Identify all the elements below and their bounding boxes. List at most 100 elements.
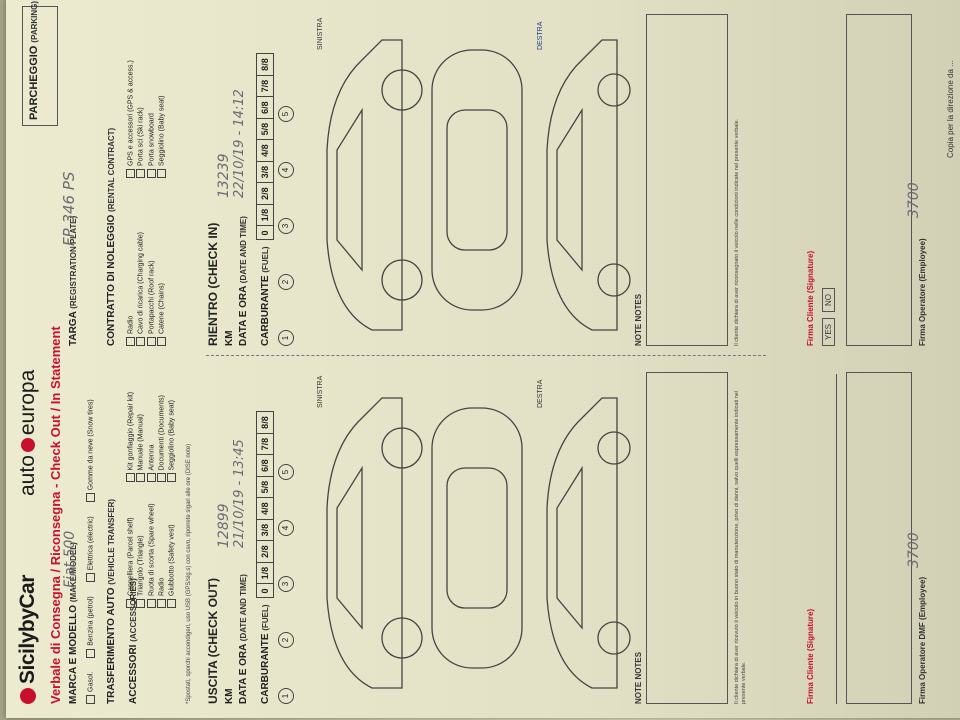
car-side-view-right	[546, 39, 618, 331]
fuel-level[interactable]: 2/8	[257, 540, 273, 562]
fuel-level[interactable]: 7/8	[257, 432, 273, 455]
car-wheel	[381, 259, 423, 301]
transfer-label: TRASFERIMENTO AUTO (VEHICLE TRANSFER)	[106, 499, 117, 704]
accessory-out-item[interactable]: Seggiolino (Baby seat)	[167, 363, 177, 483]
checkout-fuel-gauge[interactable]: 0 1/8 2/8 3/8 4/8 5/8 6/8 7/8 8/8	[256, 411, 274, 599]
accessory-out-label: Kit gonfiaggio (Repair kit)	[127, 391, 135, 471]
accessory-in-item[interactable]: Catene (Chains)	[157, 184, 167, 346]
contract-label-text: CONTRATTO DI NOLEGGIO	[106, 214, 117, 346]
checkin-car-diagram[interactable]: DESTRA SINISTRA	[302, 5, 632, 350]
fuel-level[interactable]: 6/8	[257, 96, 273, 118]
accessory-in-item[interactable]: Seggiolino (Baby seat)	[157, 16, 167, 178]
fuel-level[interactable]: 6/8	[257, 454, 273, 476]
fuel-level[interactable]: 3/8	[257, 160, 273, 183]
checkin-date-label-sub: (DATE AND TIME)	[239, 216, 248, 284]
checkout-operator-signature-label: Firma Operatore DMF (Employee)	[918, 577, 927, 704]
footer-note: Copia per la direzione da ...	[946, 60, 955, 158]
legend-circle: 2	[278, 274, 294, 290]
accessory-in-item[interactable]: Radio	[126, 184, 136, 346]
checkout-notes-field[interactable]	[646, 372, 728, 704]
fuel-level[interactable]: 0	[257, 225, 273, 240]
accessory-out-item[interactable]: Giubbotto (Safety vest)	[167, 489, 177, 608]
sig-label-text: Firma Operatore DMF	[918, 622, 927, 704]
checkout-date-label-sub: (DATE AND TIME)	[239, 574, 248, 642]
model-label-text: MARCA E MODELLO	[68, 604, 79, 704]
fuel-level[interactable]: 5/8	[257, 117, 273, 140]
checkbox-icon	[126, 599, 135, 608]
accessory-in-item[interactable]: Porta sci (Ski rack)	[136, 16, 146, 178]
checkout-client-signature-label: Firma Cliente (Signature)	[806, 609, 815, 704]
sig-label-sub: (Signature)	[806, 608, 815, 652]
accessory-in-label: Portapacchi (Roof rack)	[148, 260, 156, 334]
fuel-type-electric[interactable]: Elettrica (electric)	[86, 516, 96, 583]
checkin-operator-signature-value: 3700	[906, 182, 922, 218]
fuel-level[interactable]: 0	[257, 583, 273, 598]
notes-label-text: NOTE	[634, 681, 643, 704]
checkout-car-diagram[interactable]: DESTRA SINISTRA	[302, 363, 632, 708]
left-side-label: SINISTRA	[317, 17, 324, 50]
sig-label-text: Firma Operatore	[918, 283, 927, 346]
fuel-level[interactable]: 4/8	[257, 497, 273, 519]
checkbox-icon	[146, 337, 156, 346]
accessory-out-item[interactable]: Ruota di scorta (Spare wheel)	[146, 489, 157, 608]
checkbox-icon	[126, 169, 135, 178]
checkin-fuel-gauge[interactable]: 0 1/8 2/8 3/8 4/8 5/8 6/8 7/8 8/8	[256, 53, 274, 241]
checkout-fuel-label-text: CARBURANTE	[259, 633, 271, 704]
fuel-type-gasol[interactable]: Gasol.	[86, 672, 96, 704]
legend-circle: 3	[278, 218, 294, 234]
accessory-out-item[interactable]: Radio	[157, 489, 167, 608]
notes-label-sub: NOTES	[634, 293, 643, 322]
accessory-out-item[interactable]: Antenna	[146, 363, 157, 483]
accessory-in-item[interactable]: Cavo di ricarica (Charging cable)	[136, 184, 146, 346]
checkbox-icon	[136, 337, 146, 346]
car-wheel	[381, 427, 423, 469]
car-top-view	[431, 49, 523, 311]
accessory-out-item[interactable]: Triangolo (Triangle)	[136, 489, 146, 608]
car-side-view-right	[546, 397, 618, 689]
brand-name: SicilybyCar	[16, 575, 39, 684]
checkbox-icon	[146, 473, 156, 483]
checkin-notes-field[interactable]	[646, 14, 728, 346]
fuel-level[interactable]: 2/8	[257, 182, 273, 204]
checkout-fuel-label-sub: (FUEL)	[260, 604, 270, 631]
car-roof	[446, 109, 508, 251]
notes-label-sub: NOTES	[634, 651, 643, 680]
accessory-in-item[interactable]: GPS e accessori (GPS & access.)	[126, 16, 136, 178]
fuel-level[interactable]: 1/8	[257, 203, 273, 226]
yes-no-choice: YES NO	[822, 287, 835, 346]
fuel-level[interactable]: 7/8	[257, 74, 273, 97]
no-option[interactable]: NO	[822, 287, 835, 312]
checkin-legend: 1 2 3 4 5	[278, 106, 294, 346]
fuel-level[interactable]: 1/8	[257, 561, 273, 584]
checkin-signature-box[interactable]	[846, 14, 912, 346]
accessory-out-label: Documenti (Documents)	[158, 395, 166, 471]
checkout-operator-signature-value: 3700	[906, 532, 922, 568]
fuel-type-petrol[interactable]: Benzina (petrol)	[86, 596, 96, 658]
fuel-level[interactable]: 5/8	[257, 475, 273, 498]
fuel-level[interactable]: 4/8	[257, 139, 273, 161]
accessory-out-label: Radio	[158, 577, 166, 596]
accessory-out-item[interactable]: Documenti (Documents)	[157, 363, 167, 483]
accessory-in-item[interactable]: Portapacchi (Roof rack)	[146, 184, 157, 346]
yes-option[interactable]: YES	[822, 317, 835, 346]
accessory-out-item[interactable]: Cappelliera (Parcel shelf)	[126, 489, 136, 608]
accessories-label-text: ACCESSORI	[128, 644, 139, 704]
fuel-level[interactable]: 3/8	[257, 518, 273, 541]
accessory-out-label: Giubbotto (Safety vest)	[168, 524, 176, 596]
checkout-signature-box[interactable]	[846, 372, 912, 704]
checkbox-icon	[86, 493, 95, 503]
accessory-out-item[interactable]: Manuale (Manual)	[136, 363, 146, 483]
brand2-part-b: europa	[16, 369, 39, 436]
car-wheel	[381, 69, 423, 111]
car-wheel	[597, 431, 631, 465]
fuel-type-snow[interactable]: Gomme da neve (Snow tires)	[86, 399, 96, 503]
fuel-level[interactable]: 8/8	[260, 416, 270, 429]
accessory-out-item[interactable]: Kit gonfiaggio (Repair kit)	[126, 363, 136, 483]
transfer-label-sub: (VEHICLE TRANSFER)	[107, 498, 116, 585]
car-window	[336, 465, 363, 630]
accessory-in-item[interactable]: Porta snowboard	[146, 16, 157, 178]
checkbox-icon	[86, 648, 95, 658]
checkbox-icon	[86, 573, 95, 583]
checkout-client-signature-line[interactable]	[836, 374, 837, 704]
fuel-level[interactable]: 8/8	[260, 58, 270, 71]
